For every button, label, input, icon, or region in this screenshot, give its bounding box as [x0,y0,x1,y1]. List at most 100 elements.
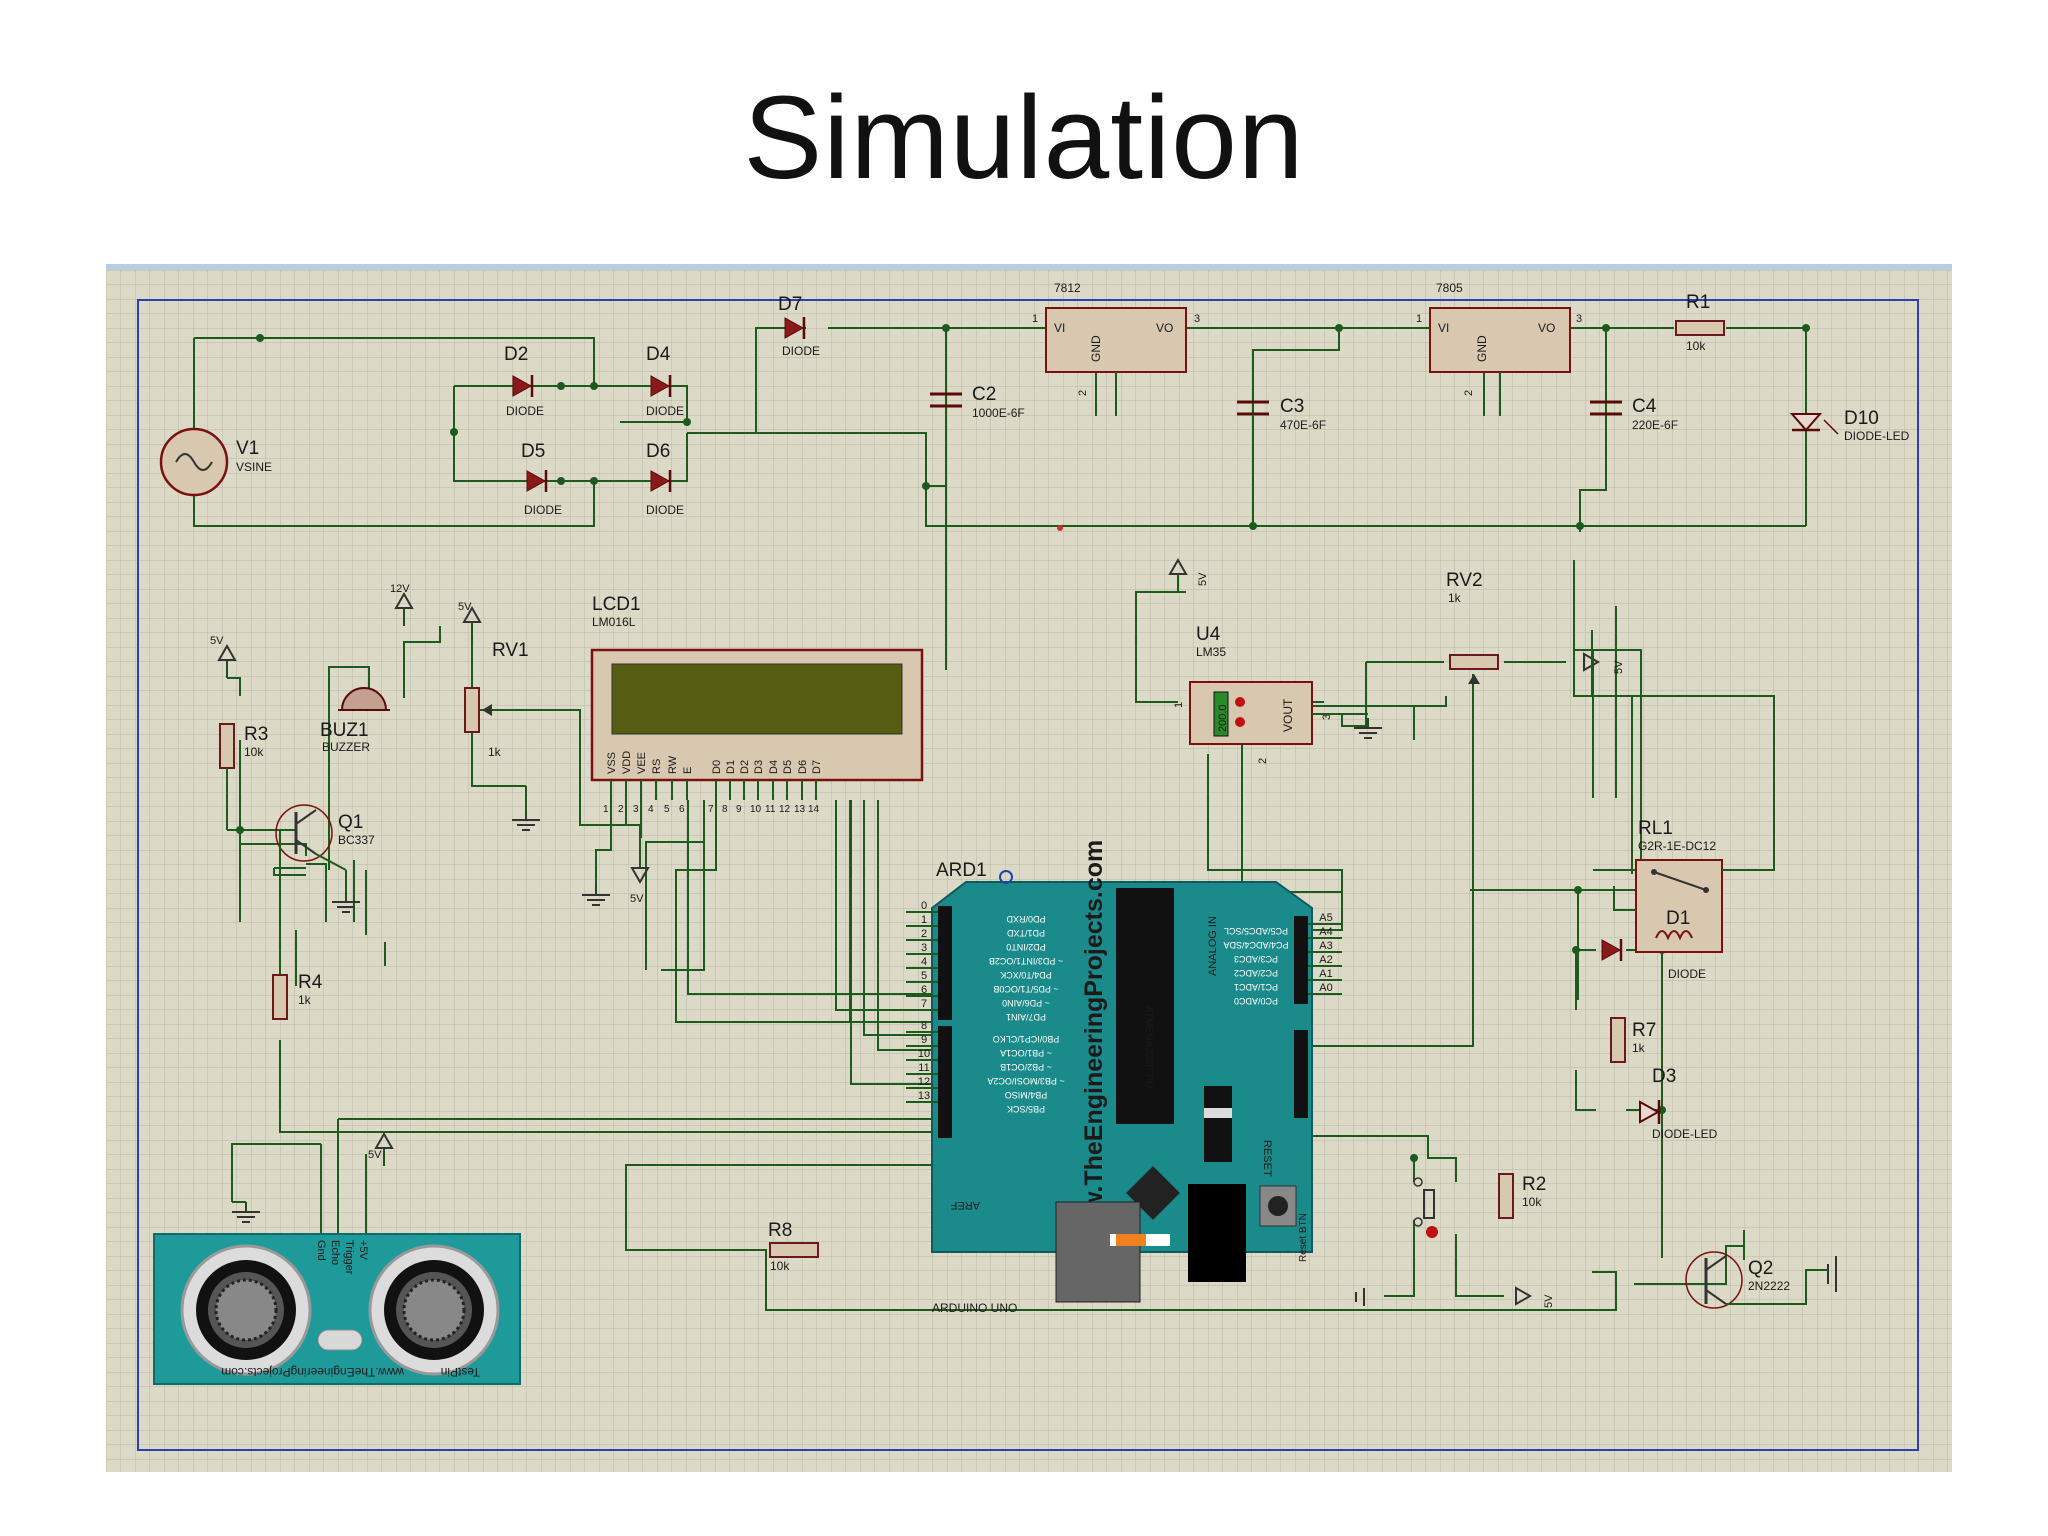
d4-ref: D4 [646,344,671,365]
lcd-pin-name-d2: D2 [739,760,751,774]
lcd-pin-name-d4: D4 [768,760,780,774]
u4-type: LM35 [1196,645,1226,659]
d4-type: DIODE [646,404,684,418]
c4-capacitor: C4 220E-6F [1590,350,1678,432]
reg1-pin3: 3 [1194,313,1200,325]
lcd-pin-name-d1: D1 [725,760,737,774]
d2-type: DIODE [506,404,544,418]
reg-7805: 7805 VI VO GND 1 3 2 [1416,281,1582,416]
r1-ref: R1 [1686,292,1710,313]
arduino-uno: ARD1 ARDUINO UNO 0PD0/RXD1PD1/TXD2PD2/IN… [906,840,1342,1315]
d5-diode: D5 DIODE [521,441,562,517]
ard-dpin-name-9: ~ PB1/OC1A [1000,1048,1052,1058]
sonar-brand: www.TheEngineeringProjects.com [221,1365,405,1379]
d6-diode: D6 DIODE [646,441,684,517]
sonar-pin-5v: +5V [357,1240,369,1261]
d3-led: D3 DIODE-LED [1639,1066,1718,1141]
rl1-relay: RL1 G2R-1E-DC12 [1573,630,1775,953]
lcd-pin-number-8: 8 [722,804,728,815]
ard-apin-a5: A5 [1319,912,1332,924]
buzz1: BUZ1 BUZZER 12V [320,583,413,754]
rv2-potentiometer: RV2 1k 5V [1446,570,1625,684]
lcd1: LCD1 LM016L VSS1VDD2VEE3RS4RW5E6D07D18D2… [590,594,924,815]
ard-apin-a1: A1 [1319,968,1332,980]
reg1-pin1: 1 [1032,313,1038,325]
lcd-pin-number-9: 9 [736,804,742,815]
rv1-ref: RV1 [492,640,529,661]
ard1-type: ARDUINO UNO [932,1301,1017,1315]
r2-ref: R2 [1522,1174,1546,1195]
ard-apin-a0: A0 [1319,982,1332,994]
d7-type: DIODE [782,344,820,358]
c3-capacitor: C3 470E-6F [1237,350,1326,490]
q1-ref: Q1 [338,812,363,833]
ard1-aref-label: AREF [950,1199,980,1211]
r7-ref: R7 [1632,1020,1656,1041]
r2-value: 10k [1522,1195,1542,1209]
ard1-chip: ATMEGA328P-PU [1143,1006,1154,1088]
lcd-pin-number-13: 13 [794,804,806,815]
lcd-5v-label: 5V [630,893,644,905]
ard-dpin-name-12: PB4/MISO [1005,1090,1048,1100]
d4-diode: D4 DIODE [646,344,684,418]
ard-dpin-name-7: PD7/AIN1 [1006,1012,1046,1022]
ard-dpin-name-8: PB0/ICP1/CLKO [993,1034,1060,1044]
schematic-svg: V1 VSINE D2 DIODE D4 DIODE D5 DIODE D6 D… [106,270,1952,1472]
lcd-vdd-5v: 5V [630,867,650,905]
buz-12v: 12V [390,583,410,595]
d3-type: DIODE-LED [1652,1127,1718,1141]
rv1-potentiometer: RV1 1k 5V [458,601,541,831]
reg1-pin2: 2 [1077,390,1089,396]
ard1-reset-btn-label: Reset BTN [1298,1213,1309,1262]
reg2-pin2: 2 [1463,390,1475,396]
lcd-pin-number-14: 14 [808,804,820,815]
r8-resistor: R8 10k [768,1220,819,1273]
d5-ref: D5 [521,441,545,462]
d10-ref: D10 [1844,408,1879,429]
ard-apin-a4: A4 [1319,926,1332,938]
d7-diode: D7 DIODE [778,294,820,358]
lcd-pin-name-vee: VEE [636,752,648,774]
ard-dpin-name-0: PD0/RXD [1006,914,1046,924]
ard-dpin-11: 11 [918,1062,929,1074]
r3-value: 10k [244,745,264,759]
r4-ref: R4 [298,972,323,993]
ard-dpin-12: 12 [918,1076,930,1088]
ard-dpin-6: 6 [921,984,927,996]
sonar-pin-trigger: Trigger [343,1240,355,1275]
ard-dpin-5: 5 [921,970,927,982]
ard1-analog-label: ANALOG IN [1207,916,1219,976]
d2-ref: D2 [504,344,528,365]
d3-ref: D3 [1652,1066,1676,1087]
ard-dpin-name-6: ~ PD6/AIN0 [1002,998,1050,1008]
lcd-pin-number-4: 4 [648,804,654,815]
lcd-pin-name-d7: D7 [811,760,823,774]
u4-5v: 5V [1197,572,1209,586]
r8-value: 10k [770,1259,790,1273]
d1-type: DIODE [1668,967,1706,981]
u4-vout: VOUT [1281,698,1295,732]
ultrasonic-sensor: www.TheEngineeringProjects.com TestPin G… [153,1233,521,1385]
c2-capacitor: C2 1000E-6F [930,384,1025,420]
ard-dpin-name-3: ~ PD3/INT1/OC2B [989,956,1063,966]
ard-dpin-name-5: ~ PD5/T1/OC0B [993,984,1058,994]
r7-value: 1k [1632,1041,1646,1055]
u4-pin2: 2 [1257,758,1269,764]
lcd-pin-number-5: 5 [664,804,670,815]
d7-ref: D7 [778,294,802,315]
ard-dpin-2: 2 [921,928,927,940]
d1-ref: D1 [1666,908,1690,929]
q2-ref: Q2 [1748,1258,1773,1279]
r2-resistor: R2 10k 5V [1498,1173,1555,1308]
c3-value: 470E-6F [1280,418,1326,432]
buz1-ref: BUZ1 [320,720,369,741]
reg2-vo: VO [1538,321,1555,335]
rv2-5v: 5V [1613,660,1625,674]
reg1-ref: 7812 [1054,281,1081,295]
lcd-pin-name-rw: RW [667,755,679,774]
reg1-vi: VI [1054,321,1065,335]
rv1-5v: 5V [458,601,472,613]
c4-value: 220E-6F [1632,418,1678,432]
c2-value: 1000E-6F [972,406,1025,420]
lcd-pin-number-3: 3 [633,804,639,815]
